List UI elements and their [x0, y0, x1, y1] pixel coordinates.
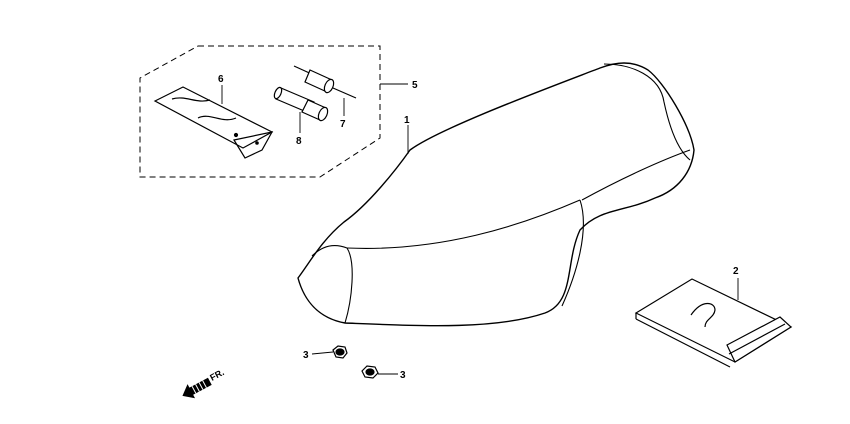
leader-lines [221, 83, 739, 375]
front-arrow-icon [182, 377, 212, 399]
seat-cover-part [634, 278, 793, 368]
tool-kit-dashed-boundary [139, 45, 381, 178]
callout-tool-kit: 5 [412, 80, 418, 91]
seat-part [297, 62, 695, 327]
callout-socket-wrench: 8 [296, 136, 302, 147]
leader-nut-left [311, 351, 334, 355]
callout-nut-right: 3 [400, 370, 406, 381]
socket-wrench-part [273, 86, 329, 122]
front-direction-marker: FR. [182, 367, 226, 399]
callout-tool-bag: 6 [218, 74, 224, 85]
tool-bag-part [153, 86, 274, 159]
callout-seat-cover: 2 [733, 266, 739, 277]
front-label: FR. [208, 367, 225, 383]
callout-nut-left: 3 [303, 350, 309, 361]
nut-right-part [361, 365, 379, 379]
callout-screwdriver: 7 [340, 119, 346, 130]
callout-seat: 1 [404, 115, 410, 126]
screwdriver-part [293, 65, 357, 99]
nut-left-part [332, 345, 348, 359]
